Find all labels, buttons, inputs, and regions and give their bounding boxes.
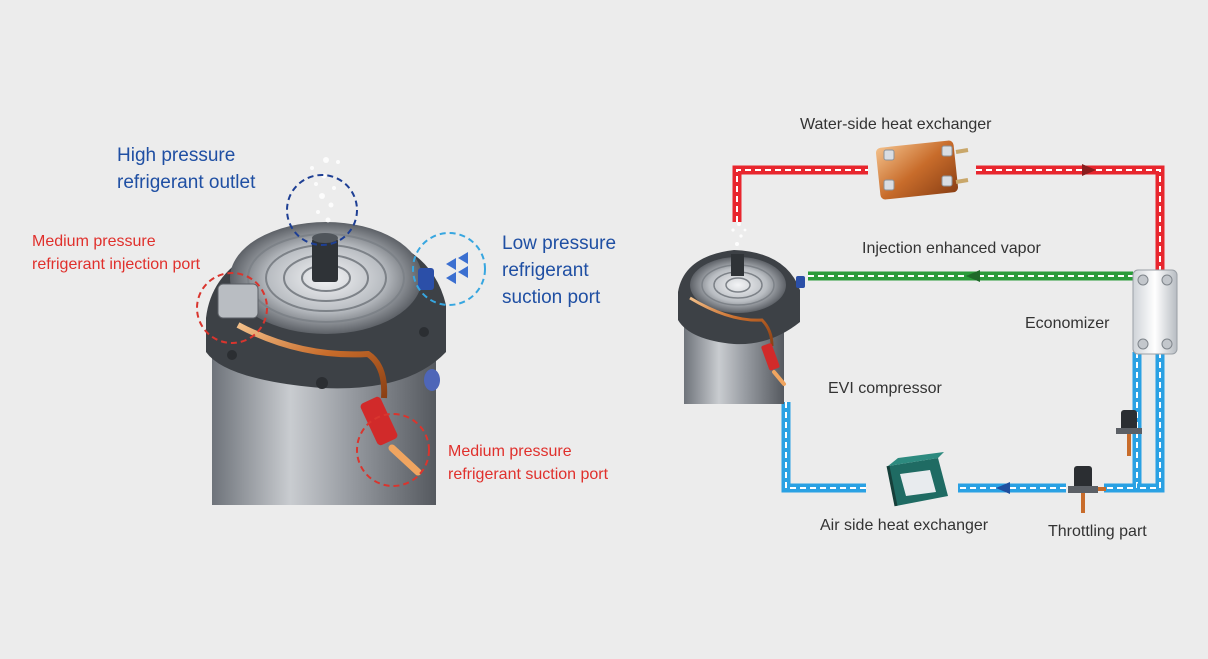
low-pressure-callout-circle bbox=[412, 232, 486, 306]
high-pressure-outlet-label: High pressure refrigerant outlet bbox=[117, 142, 255, 196]
throttling-valve-lower-illustration bbox=[1068, 466, 1106, 513]
injection-callout-circle bbox=[196, 272, 268, 344]
suction-flow-arrows bbox=[446, 252, 468, 284]
evi-compressor-label: EVI compressor bbox=[828, 380, 942, 397]
suction-fitting bbox=[418, 268, 434, 290]
low-pressure-suction-label: Low pressure refrigerant suction port bbox=[502, 230, 616, 311]
label-line: Medium pressure bbox=[448, 443, 572, 460]
label-line: refrigerant suction port bbox=[448, 466, 609, 483]
label-line: suction port bbox=[502, 287, 601, 308]
label-line: High pressure bbox=[117, 145, 236, 166]
flow-arrow-left-icon bbox=[996, 482, 1010, 494]
high-pressure-line bbox=[732, 165, 1165, 278]
low-pressure-line bbox=[781, 352, 1165, 493]
outlet-spray bbox=[310, 157, 340, 223]
suction-valve bbox=[360, 396, 398, 446]
injection-enhanced-vapor-label: Injection enhanced vapor bbox=[862, 240, 1041, 257]
label-line: Low pressure bbox=[502, 233, 617, 254]
medium-injection-label: Medium pressure refrigerant injection po… bbox=[32, 230, 200, 276]
medium-suction-label: Medium pressure refrigerant suction port bbox=[448, 440, 608, 486]
water-side-heat-exchanger-label: Water-side heat exchanger bbox=[800, 116, 992, 133]
air-side-heat-exchanger-label: Air side heat exchanger bbox=[820, 517, 989, 534]
evi-compressor-illustration bbox=[678, 222, 805, 404]
throttling-part-label: Throttling part bbox=[1048, 523, 1147, 540]
outlet-pipe bbox=[312, 238, 338, 282]
flow-arrow-right-icon bbox=[1082, 164, 1096, 176]
large-compressor-illustration bbox=[206, 157, 468, 505]
injection-port bbox=[217, 283, 259, 319]
economizer-label: Economizer bbox=[1025, 315, 1110, 332]
injection-copper-pipe bbox=[236, 322, 388, 399]
air-side-heat-exchanger-illustration bbox=[886, 452, 948, 507]
label-line: refrigerant bbox=[502, 260, 589, 281]
water-side-heat-exchanger-illustration bbox=[875, 140, 969, 200]
suction-callout-circle bbox=[356, 413, 430, 487]
high-pressure-callout-circle bbox=[286, 174, 358, 246]
label-line: Medium pressure bbox=[32, 233, 156, 250]
label-line: refrigerant outlet bbox=[117, 172, 256, 193]
economizer-illustration bbox=[1132, 269, 1178, 355]
throttling-valve-upper-illustration bbox=[1116, 410, 1142, 456]
label-line: refrigerant injection port bbox=[32, 256, 201, 273]
flow-arrow-left-icon bbox=[966, 270, 980, 282]
